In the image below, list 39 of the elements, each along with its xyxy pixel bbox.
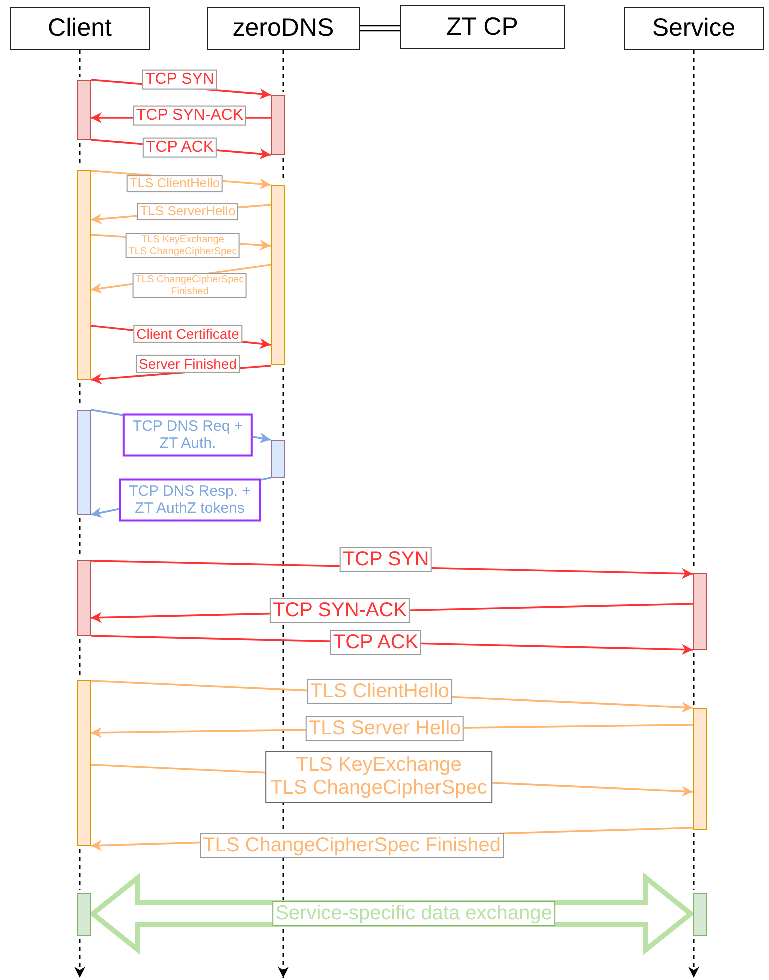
edge-label: TCP ACK: [142, 138, 218, 158]
edge-label: TCP DNS Resp. + ZT AuthZ tokens: [119, 478, 261, 522]
lifeline: [74, 49, 86, 979]
edge-label: TCP SYN: [142, 70, 218, 90]
activation-bar: [77, 680, 91, 846]
lifeline: [688, 49, 700, 979]
activation-bar: [271, 440, 285, 478]
activation-bar: [77, 170, 91, 380]
activation-bar: [693, 573, 707, 650]
edge-label: TLS ClientHello: [308, 680, 452, 704]
edge-label: Server Finished: [136, 354, 240, 374]
edge-label: TCP SYN: [340, 548, 432, 572]
participant-box: Client: [10, 7, 150, 50]
activation-bar: [271, 185, 285, 365]
activation-bar: [77, 80, 91, 140]
edge-label: Client Certificate: [134, 324, 242, 344]
edge-label: TLS ServerHello: [137, 204, 239, 220]
edge-label: TCP ACK: [330, 630, 422, 656]
edge-label: TLS KeyExchange TLS ChangeCipherSpec: [266, 751, 492, 803]
edge-label: TLS ChangeCipherSpec Finished: [132, 274, 248, 298]
activation-bar: [77, 893, 91, 936]
edge-label: TCP SYN-ACK: [133, 106, 247, 126]
activation-bar: [693, 893, 707, 936]
activation-bar: [693, 708, 707, 830]
activation-bar: [77, 560, 91, 636]
edge-label: TCP DNS Req + ZT Auth.: [122, 414, 254, 456]
double-arrow: [89, 872, 695, 956]
edge-label: TLS ClientHello: [126, 176, 224, 192]
edge-label: TLS KeyExchange TLS ChangeCipherSpec: [126, 234, 240, 258]
edge-label: Service-specific data exchange: [272, 902, 556, 926]
participant-box: ZT CP: [400, 5, 565, 49]
double-line-connector: [359, 25, 401, 32]
activation-bar: [77, 410, 91, 515]
activation-bar: [271, 95, 285, 155]
edge-label: TLS Server Hello: [306, 716, 464, 742]
edge-label: TCP SYN-ACK: [270, 598, 410, 624]
participant-box: zeroDNS: [207, 7, 360, 50]
participant-box: Service: [624, 7, 764, 50]
edge-label: TLS ChangeCipherSpec Finished: [200, 834, 504, 858]
